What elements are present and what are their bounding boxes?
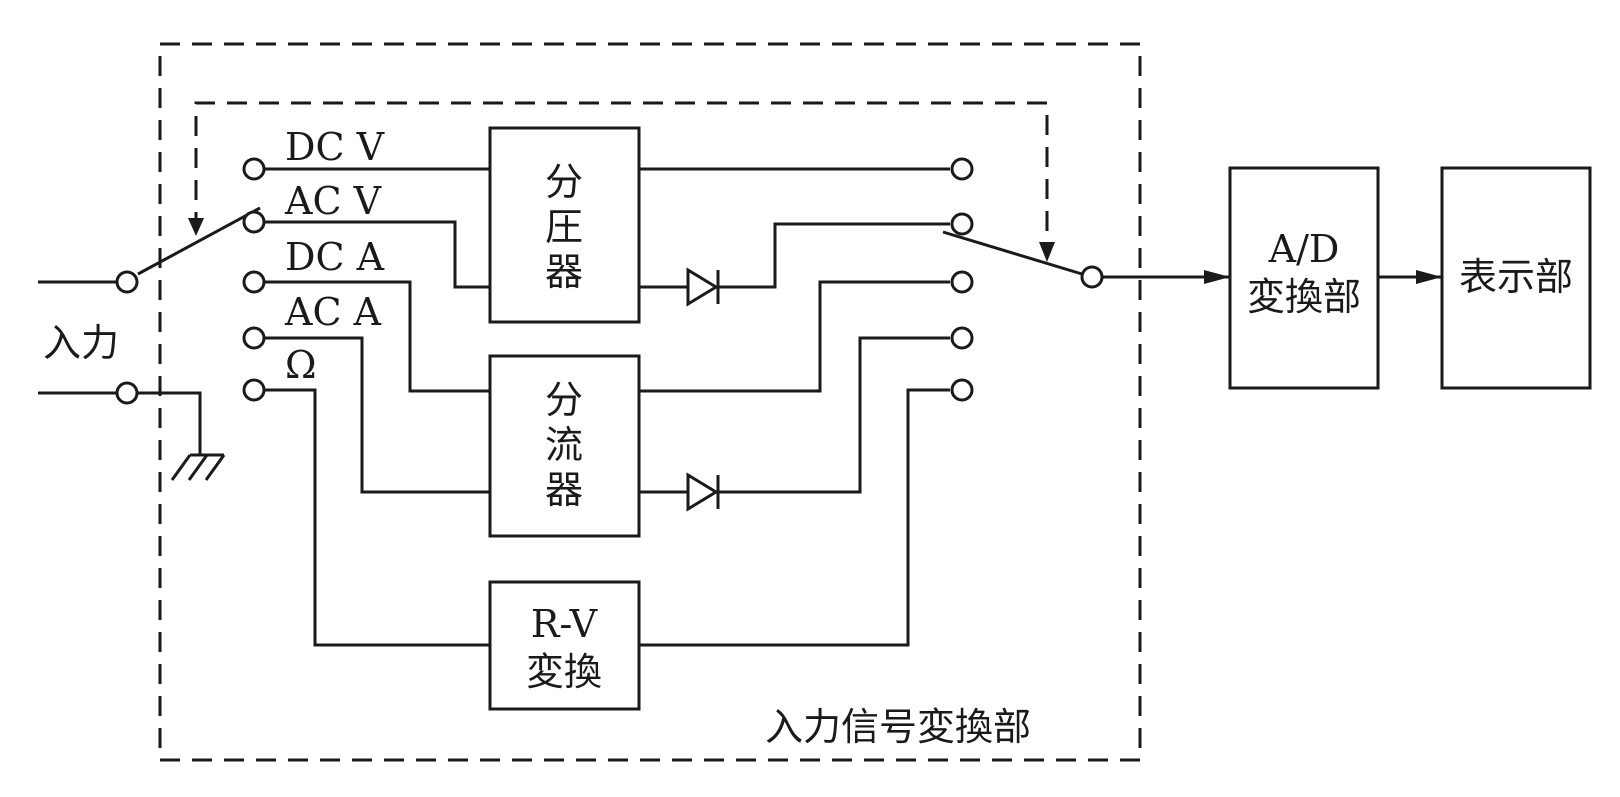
ad-converter-block	[1228, 166, 1380, 390]
rectifier-diode-icon	[686, 267, 720, 307]
output-contact-acv[interactable]	[950, 212, 974, 236]
shunt-label-3: 器	[545, 468, 583, 512]
voltage-divider-label-2: 圧	[545, 205, 583, 249]
rv-converter-label-2: 変換	[526, 650, 602, 694]
voltage-divider-label-1: 分	[545, 160, 583, 204]
voltage-divider-block	[488, 126, 641, 324]
display-label: 表示部	[1459, 255, 1573, 299]
shunt-label-1: 分	[545, 378, 583, 422]
ground-icon	[170, 453, 226, 481]
input-section-label: 入力信号変換部	[765, 705, 1031, 749]
range-label-dcv: DC V	[285, 125, 385, 169]
selector-contact-acv[interactable]	[242, 210, 266, 234]
rv-converter-label-1: R-V	[531, 602, 598, 646]
linkage-arrowhead-right	[1039, 242, 1055, 262]
input-section-boundary	[158, 42, 1142, 762]
switch-linkage	[194, 101, 1049, 258]
input-label: 入力	[43, 321, 119, 365]
voltage-divider-label-3: 器	[545, 250, 583, 294]
output-contact-ohm[interactable]	[950, 378, 974, 402]
input-selector-blade[interactable]	[137, 206, 261, 276]
rv-converter-block	[488, 580, 641, 711]
selector-contact-dca[interactable]	[242, 270, 266, 294]
rectifier-diode-icon	[686, 472, 720, 512]
output-selector-blade[interactable]	[942, 230, 1083, 276]
input-terminal-ground[interactable]	[115, 381, 139, 405]
ad-converter-label-1: A/D	[1268, 227, 1340, 271]
range-label-ohm: Ω	[285, 343, 317, 387]
selector-contact-dcv[interactable]	[242, 157, 266, 181]
shunt-block	[488, 354, 641, 538]
ground-wire	[136, 391, 202, 455]
selector-contact-ohm[interactable]	[242, 378, 266, 402]
shunt-label-2: 流	[545, 423, 583, 467]
output-contact-aca[interactable]	[950, 326, 974, 350]
output-common-terminal[interactable]	[1080, 265, 1104, 289]
selector-contact-aca[interactable]	[242, 326, 266, 350]
output-contact-dcv[interactable]	[950, 157, 974, 181]
range-label-aca: AC A	[284, 290, 382, 334]
range-label-acv: AC V	[284, 179, 382, 223]
ad-converter-label-2: 変換部	[1247, 275, 1361, 319]
display-block	[1440, 166, 1592, 390]
range-label-dca: DC A	[285, 235, 385, 279]
input-terminal-hot[interactable]	[115, 270, 139, 294]
output-contact-dca[interactable]	[950, 270, 974, 294]
linkage-arrowhead-left	[188, 218, 204, 236]
